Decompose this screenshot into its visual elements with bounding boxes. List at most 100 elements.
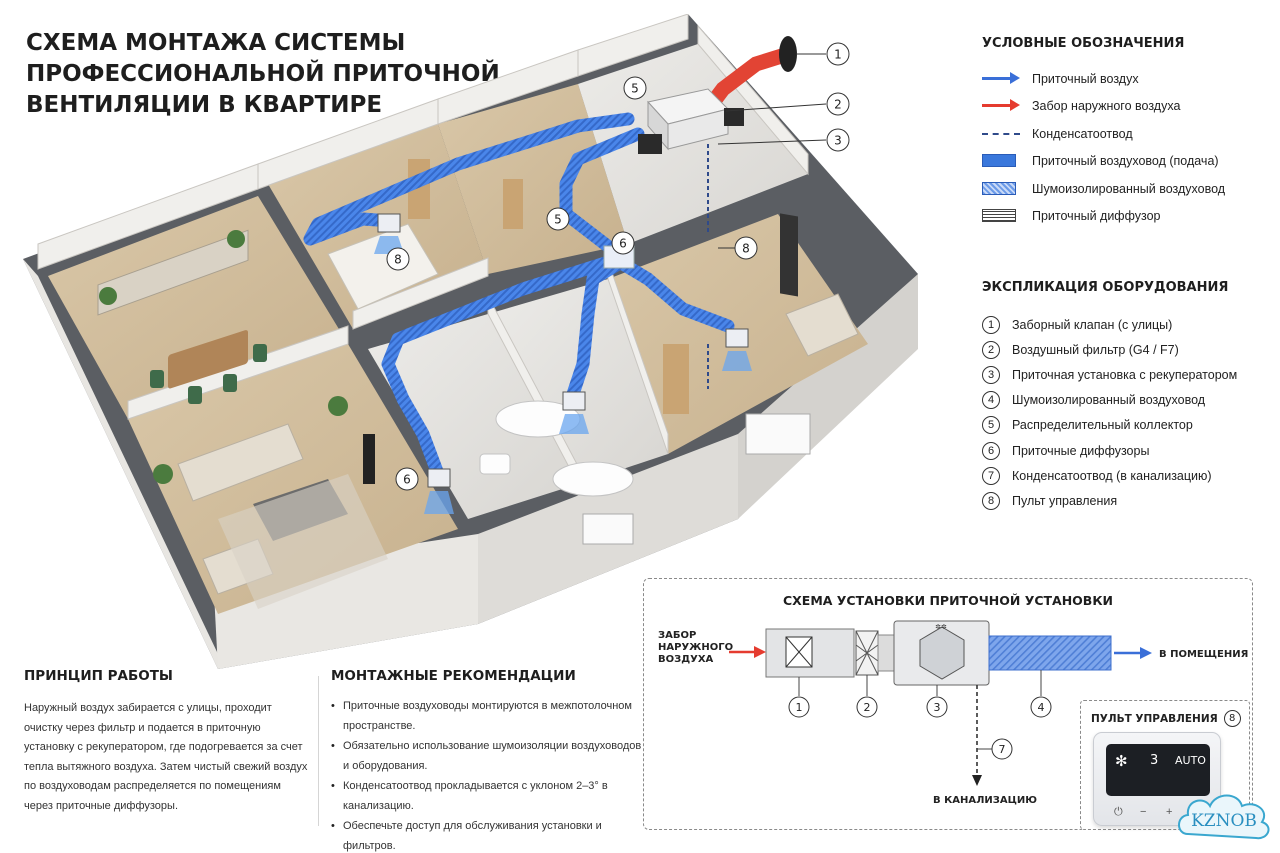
intake-label-line-2: НАРУЖНОГО	[658, 642, 734, 653]
svg-text:5: 5	[631, 82, 639, 96]
explication-number: 1	[982, 315, 1000, 334]
explication-label: Заборный клапан (с улицы)	[1012, 317, 1173, 332]
explication-label: Шумоизолированный воздуховод	[1012, 393, 1206, 408]
svg-text:5: 5	[554, 213, 562, 227]
duct-main-to-bedroom	[303, 112, 635, 246]
airflow	[424, 491, 454, 514]
recommendation-item: Обеспечьте доступ для обслуживания устан…	[331, 817, 646, 853]
duct-collector-to-bedroom2	[616, 257, 735, 333]
page-title: СХЕМА МОНТАЖА СИСТЕМЫ ПРОФЕССИОНАЛЬНОЙ П…	[26, 28, 500, 121]
explication-label: Приточная установка с рекуператором	[1012, 367, 1238, 382]
explication-label: Пульт управления	[1012, 493, 1118, 508]
svg-text:7: 7	[999, 743, 1006, 756]
scheme-num-1: 1	[788, 696, 810, 718]
explication-label: Приточные диффузоры	[1012, 443, 1150, 458]
airflow	[559, 414, 589, 434]
bathroom-floor	[368, 314, 578, 519]
legend-item-label: Конденсатоотвод	[1032, 126, 1133, 141]
title-line-2: ПРОФЕССИОНАЛЬНОЙ ПРИТОЧНОЙ	[26, 61, 500, 87]
duct-icon	[982, 154, 1020, 168]
plant	[99, 287, 117, 305]
wall-utility-right	[697, 24, 809, 176]
principle-section: ПРИНЦИП РАБОТЫ Наружный воздух забираетс…	[24, 668, 309, 816]
scheme-num-4: 4	[1030, 696, 1052, 718]
door	[780, 213, 798, 297]
watermark-badge: KZNOB	[1178, 794, 1270, 840]
condensate-arrow-head	[972, 775, 982, 786]
intake-label-line-1: ЗАБОР	[658, 630, 697, 641]
callout-6b: 6	[395, 467, 419, 491]
intake-label: ЗАБОР НАРУЖНОГО ВОЗДУХА	[658, 630, 733, 666]
plant	[153, 464, 173, 484]
intake-arrow-icon	[982, 99, 1020, 113]
fan-speed: 3	[1150, 753, 1159, 768]
explication-label: Конденсатоотвод (в канализацию)	[1012, 468, 1212, 483]
explication-heading: ЭКСПЛИКАЦИЯ ОБОРУДОВАНИЯ	[982, 280, 1229, 295]
sink	[479, 453, 511, 475]
minus-button-icon[interactable]: −	[1140, 806, 1147, 818]
callout-5b: 5	[546, 207, 570, 231]
explication: ЭКСПЛИКАЦИЯ ОБОРУДОВАНИЯ 1 Заборный клапа…	[982, 280, 1272, 514]
diffuser-bedroom	[377, 213, 401, 233]
legend-item: Приточный воздуховод (подача)	[982, 148, 1272, 176]
intake-arrow-head	[754, 646, 766, 658]
plus-button-icon[interactable]: +	[1166, 806, 1173, 818]
control-panel-box: ПУЛЬТ УПРАВЛЕНИЯ 8 ✻ 3 AUTO ⏻ − + ⚙	[1080, 700, 1250, 830]
legend-item-label: Приточный диффузор	[1032, 209, 1161, 224]
recommendation-item: Обязательно использование шумоизоляции в…	[331, 737, 646, 776]
svg-text:✲✲: ✲✲	[935, 623, 947, 631]
explication-number: 5	[982, 416, 1000, 435]
bathtub-2	[552, 461, 634, 497]
insulated-duct-icon	[982, 181, 1020, 196]
explication-number: 2	[982, 340, 1000, 359]
recommendations-heading: МОНТАЖНЫЕ РЕКОМЕНДАЦИИ	[331, 668, 576, 684]
explication-label: Распределительный коллектор	[1012, 418, 1193, 433]
duct-collector-to-bathroom	[566, 257, 625, 401]
rug	[218, 474, 388, 609]
intake-valve	[779, 36, 797, 72]
window-2	[582, 513, 634, 545]
control-panel-title-text: ПУЛЬТ УПРАВЛЕНИЯ	[1091, 712, 1218, 725]
recommendations-section: МОНТАЖНЫЕ РЕКОМЕНДАЦИИ Приточные воздухо…	[331, 668, 646, 853]
explication-item: 2 Воздушный фильтр (G4 / F7)	[982, 337, 1272, 362]
svg-text:6: 6	[403, 473, 411, 487]
exterior-wall-front-left	[23, 259, 218, 669]
legend-item-label: Забор наружного воздуха	[1032, 99, 1181, 114]
scheme-num-3: 3	[926, 696, 948, 718]
svg-text:2: 2	[834, 98, 842, 112]
principle-heading: ПРИНЦИП РАБОТЫ	[24, 668, 173, 684]
dining-table	[168, 330, 248, 389]
duct-collector-to-living	[381, 252, 625, 481]
plant	[227, 230, 245, 248]
install-scheme: СХЕМА УСТАНОВКИ ПРИТОЧНОЙ УСТАНОВКИ ✲✲	[643, 578, 1253, 830]
tv	[363, 434, 375, 484]
scheme-title: СХЕМА УСТАНОВКИ ПРИТОЧНОЙ УСТАНОВКИ	[782, 593, 1114, 608]
scheme-drawing: ✲✲ 1 2 3 4	[729, 620, 1152, 786]
legend-item: Шумоизолированный воздуховод	[982, 175, 1272, 203]
kitchen-counter	[97, 229, 249, 316]
svg-text:2: 2	[864, 701, 871, 714]
chair	[188, 386, 202, 404]
recommendation-item: Конденсатоотвод прокладывается с уклоном…	[331, 777, 646, 816]
legend-item-label: Приточный воздух	[1032, 71, 1139, 86]
wall-utility-back	[577, 14, 689, 77]
legend-heading: УСЛОВНЫЕ ОБОЗНАЧЕНИЯ	[982, 36, 1185, 51]
door-2	[663, 344, 689, 414]
power-button-icon[interactable]: ⏻	[1114, 806, 1123, 818]
diffuser-bathroom	[562, 391, 586, 411]
legend-item-label: Приточный воздуховод (подача)	[1032, 154, 1219, 169]
legend-item: Забор наружного воздуха	[982, 93, 1272, 121]
svg-text:3: 3	[834, 134, 842, 148]
explication-item: 1 Заборный клапан (с улицы)	[982, 312, 1272, 337]
callout-3: 3	[826, 128, 850, 152]
scheme-num-7: 7	[991, 738, 1013, 760]
dashed-line-icon	[982, 127, 1020, 141]
to-sewer-label: В КАНАЛИЗАЦИЮ	[933, 795, 1038, 806]
scheme-num-2: 2	[856, 696, 878, 718]
principle-text: Наружный воздух забирается с улицы, прох…	[24, 702, 308, 812]
armchair-2	[785, 293, 859, 357]
svg-text:1: 1	[834, 48, 842, 62]
explication-label: Воздушный фильтр (G4 / F7)	[1012, 342, 1179, 357]
